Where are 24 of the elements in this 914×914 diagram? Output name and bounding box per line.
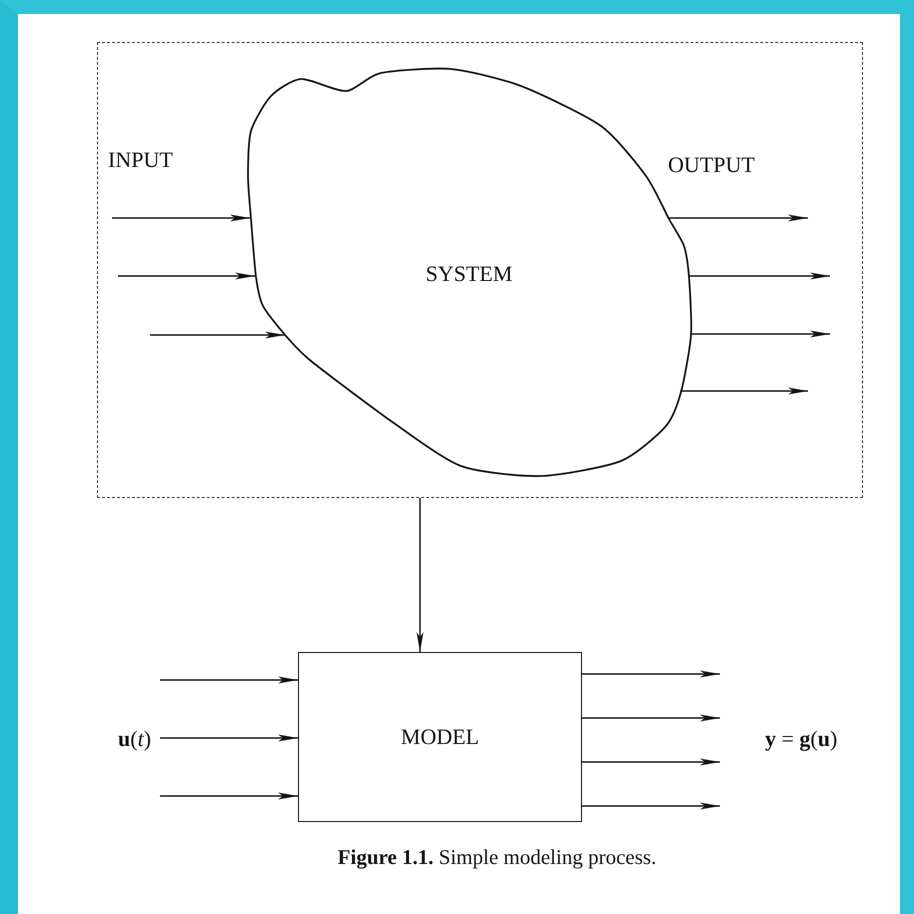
arrow (668, 214, 808, 222)
arrow (582, 802, 720, 810)
arrow (582, 714, 720, 722)
node-label: SYSTEM (424, 261, 514, 287)
arrow (688, 272, 830, 280)
arrow (690, 330, 830, 338)
arrow (160, 792, 298, 800)
figure-caption: Figure 1.1. Simple modeling process. (336, 845, 658, 870)
math-label: u(t) (118, 726, 152, 752)
arrow (112, 214, 250, 222)
node-label: MODEL (400, 724, 480, 750)
math-label: y = g(u) (765, 726, 838, 752)
dashed-boundary (97, 42, 863, 498)
arrow (160, 676, 298, 684)
process-box (298, 652, 582, 822)
arrow (582, 670, 720, 678)
port-label: OUTPUT (668, 152, 755, 178)
arrow (118, 272, 255, 280)
arrow (150, 332, 285, 338)
port-label: INPUT (108, 147, 173, 173)
arrow (680, 388, 808, 394)
arrow (416, 498, 424, 652)
arrow (582, 758, 720, 766)
arrow (160, 734, 298, 742)
